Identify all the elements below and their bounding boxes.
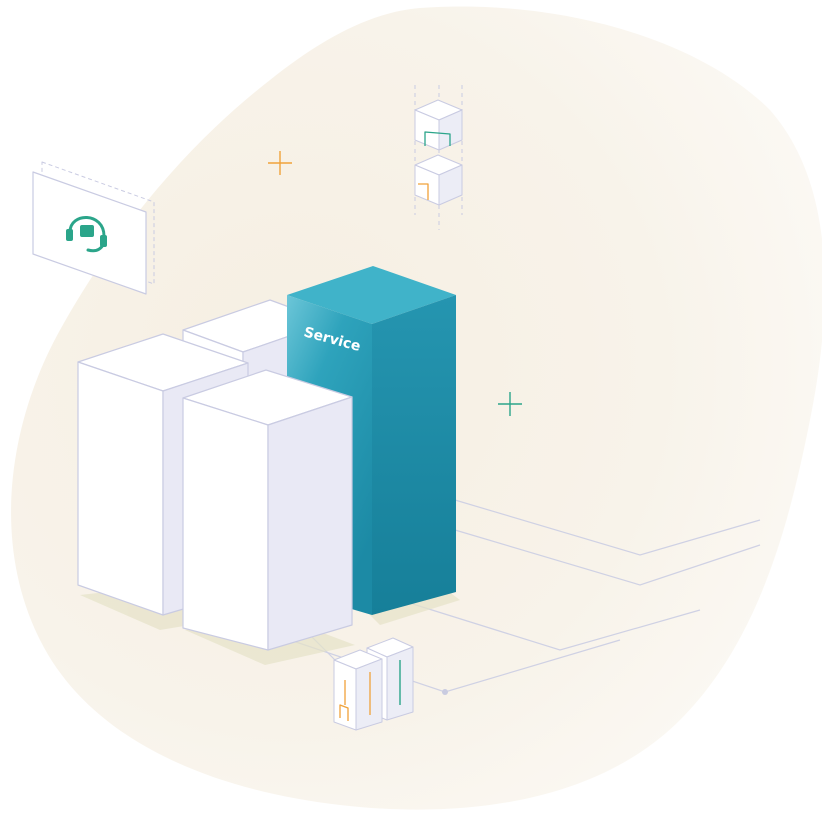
headset-card: [32, 161, 155, 295]
connector-dot: [442, 689, 448, 695]
floating-cube-stack: [414, 85, 463, 230]
white-block-front: [182, 369, 353, 651]
server-box-front: [333, 649, 383, 731]
plus-icon: [498, 392, 522, 416]
plus-icon: [268, 151, 292, 175]
headset-support-icon: [66, 216, 107, 253]
